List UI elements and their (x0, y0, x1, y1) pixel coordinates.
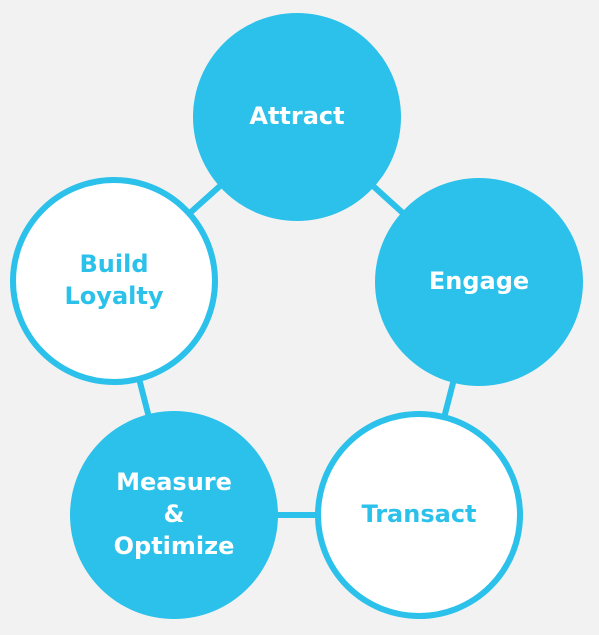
stage-node-attract: Attract (193, 13, 401, 221)
stage-label-transact-line-1: Transact (361, 500, 476, 528)
stage-label-attract-line-1: Attract (249, 102, 344, 130)
stage-circle-measure-optimize (70, 411, 278, 619)
stage-circle-engage (375, 178, 583, 386)
stage-label-measure-optimize-line-3: Optimize (114, 532, 235, 560)
stage-label-build-loyalty-line-2: Loyalty (65, 282, 164, 310)
stage-label-engage-line-1: Engage (429, 267, 529, 295)
stage-label-measure-optimize-line-2: & (164, 500, 185, 528)
stage-label-build-loyalty-line-1: Build (79, 250, 148, 278)
stage-circle-transact (315, 411, 523, 619)
stage-node-measure-optimize: Measure & Optimize (70, 411, 278, 619)
stage-circle-attract (193, 13, 401, 221)
stage-circle-build-loyalty (10, 177, 218, 385)
stage-node-engage: Engage (375, 178, 583, 386)
stage-label-measure-optimize-line-1: Measure (116, 468, 232, 496)
stage-node-transact: Transact (315, 411, 523, 619)
